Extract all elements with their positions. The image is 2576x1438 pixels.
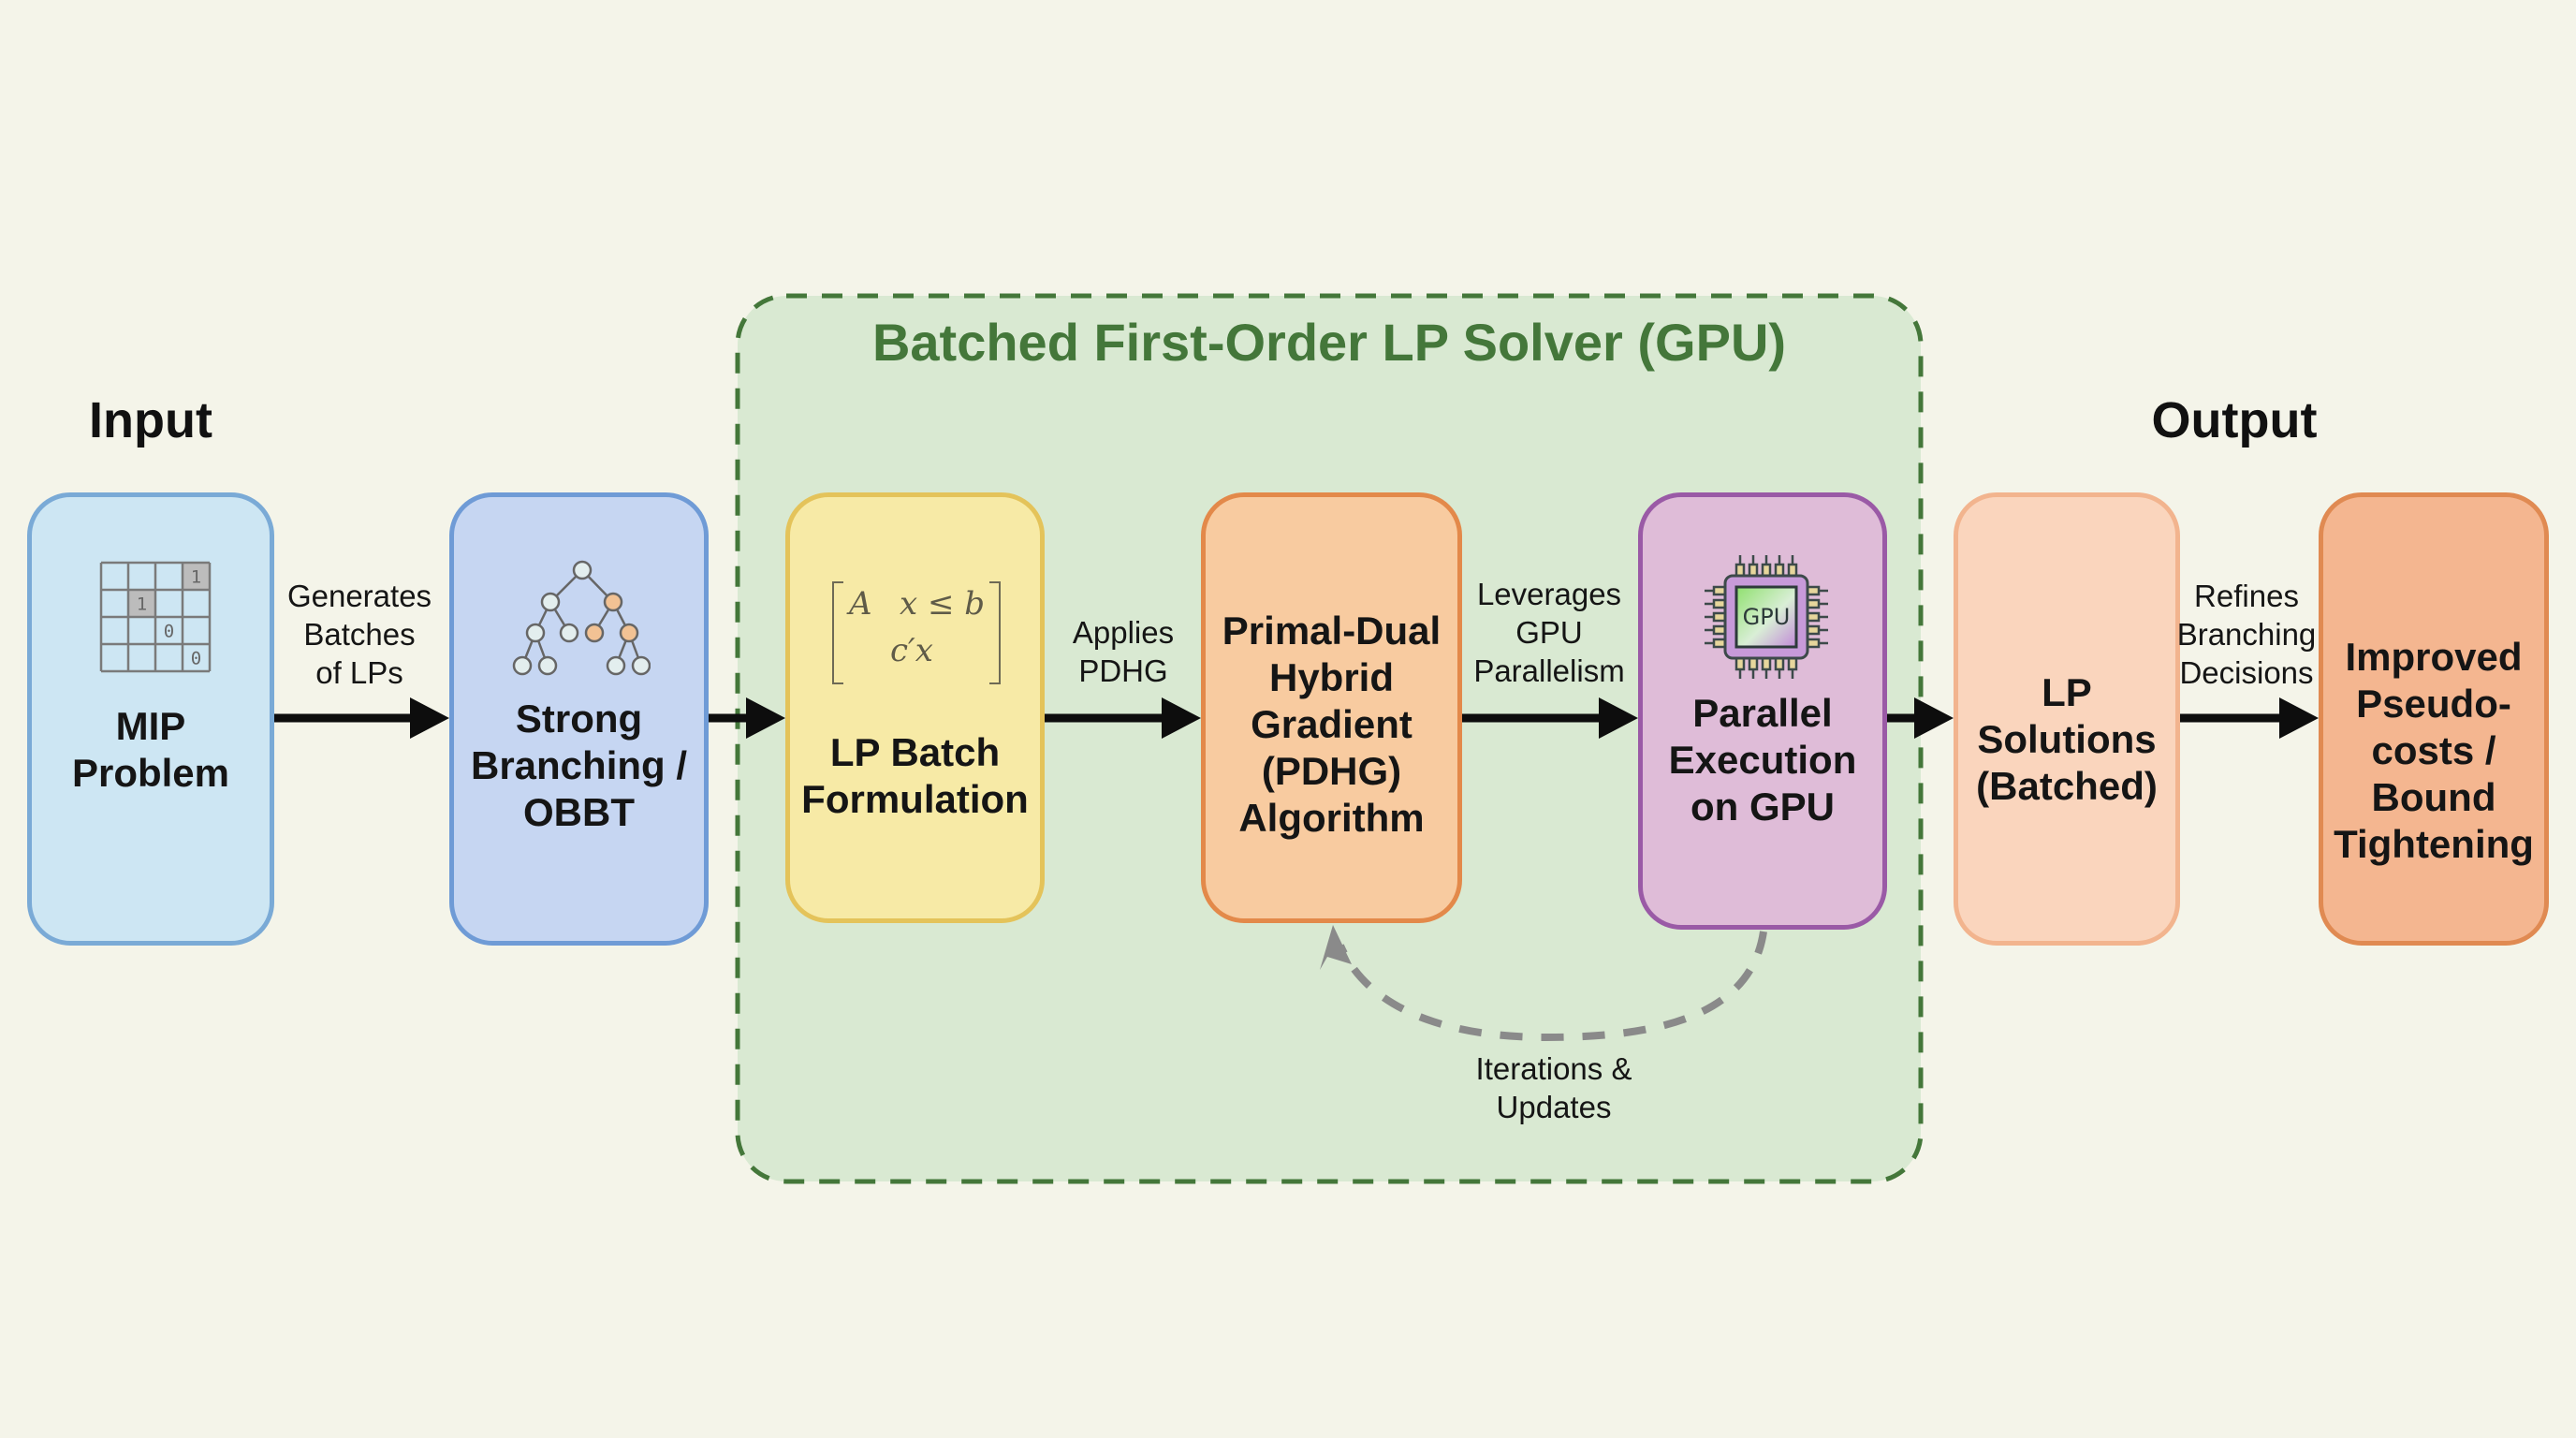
tree-icon <box>512 560 651 676</box>
formula-objective: c′x <box>890 632 933 669</box>
tree-node <box>540 592 561 612</box>
output-label: Output <box>2151 392 2318 448</box>
chip-pin-pad <box>1806 611 1821 623</box>
tree-node-highlighted <box>619 623 639 643</box>
input-label: Input <box>89 392 212 448</box>
chip-pin-pad <box>1748 656 1759 671</box>
edge-label-refines-branching: Refines Branching Decisions <box>2176 579 2317 690</box>
chip-pin-pad <box>1761 563 1772 578</box>
chip-pin-pad <box>1734 563 1746 578</box>
chip-pin-pad <box>1806 598 1821 609</box>
chip-pin-pad <box>1712 598 1727 609</box>
tree-node <box>559 623 579 643</box>
chip-pin-pad <box>1806 585 1821 596</box>
chip-pin-pad <box>1787 563 1798 578</box>
chip-pin-pad <box>1806 624 1821 636</box>
matrix-cell-value: 1 <box>191 567 201 588</box>
node-strong-branching-label: Strong Branching / OBBT <box>470 697 688 834</box>
node-pdhg-algorithm[interactable]: Primal-Dual Hybrid Gradient (PDHG) Algor… <box>1201 492 1462 923</box>
chip-pin-pad <box>1806 638 1821 649</box>
chip-pin-pad <box>1787 656 1798 671</box>
chip-pin-pad <box>1748 563 1759 578</box>
chip-pin-pad <box>1761 656 1772 671</box>
node-mip-problem-label: MIP Problem <box>71 704 230 795</box>
edge-label-iterations-updates: Iterations & Updates <box>1475 1051 1632 1124</box>
arrowhead-mip-to-strong <box>410 697 449 739</box>
formula-constraint: x ≤ b <box>900 585 986 623</box>
node-pdhg-algorithm-label: Primal-Dual Hybrid Gradient (PDHG) Algor… <box>1222 609 1442 840</box>
tree-node <box>572 560 593 580</box>
matrix-cell-value: 0 <box>191 649 201 669</box>
gpu-chip-icon: GPU <box>1705 555 1828 679</box>
chip-pin-pad <box>1712 638 1727 649</box>
node-lp-batch-formulation-label: LP Batch Formulation <box>801 730 1029 821</box>
tree-node-highlighted <box>603 592 623 612</box>
matrix-cell-shaded <box>128 590 155 617</box>
arrowhead-lpsol-to-improved <box>2279 697 2319 739</box>
node-strong-branching[interactable]: Strong Branching / OBBT <box>449 492 709 946</box>
node-lp-solutions-batched-label: LP Solutions (Batched) <box>1976 670 2158 808</box>
matrix-cell-shaded <box>183 563 210 590</box>
chip-pin-pad <box>1774 563 1785 578</box>
chip-pin-pad <box>1734 656 1746 671</box>
matrix-cell-value: 1 <box>137 594 147 615</box>
edge-label-generates-batches: Generates Batches of LPs <box>286 579 432 690</box>
gpu-chip-label: GPU <box>1743 604 1791 630</box>
tree-node <box>512 655 533 676</box>
node-lp-batch-formulation[interactable]: A x ≤ b c′x LP Batch Formulation <box>785 492 1045 923</box>
tree-node-highlighted <box>584 623 605 643</box>
node-parallel-execution-gpu[interactable]: GPU Parallel Execution on GPU <box>1638 492 1887 930</box>
tree-node <box>525 623 546 643</box>
edge-label-applies-pdhg: Applies PDHG <box>1072 615 1175 688</box>
bracket-right <box>989 581 1001 684</box>
bracket-left <box>832 581 843 684</box>
node-lp-solutions-batched[interactable]: LP Solutions (Batched) <box>1954 492 2180 946</box>
node-improved-pseudocosts-label: Improved Pseudo- costs / Bound Tightenin… <box>2334 635 2534 866</box>
tree-node <box>606 655 626 676</box>
edge-label-leverages-gpu: Leverages GPU Parallelism <box>1473 577 1625 688</box>
tree-node <box>537 655 558 676</box>
matrix-cell-value: 0 <box>164 622 174 642</box>
node-improved-pseudocosts[interactable]: Improved Pseudo- costs / Bound Tightenin… <box>2319 492 2549 946</box>
gpu-solver-container-title: Batched First-Order LP Solver (GPU) <box>871 313 1787 372</box>
chip-pin-pad <box>1712 611 1727 623</box>
chip-pin-pad <box>1712 585 1727 596</box>
formula-matrix-a: A <box>849 585 872 623</box>
tree-node <box>631 655 651 676</box>
node-parallel-execution-gpu-label: Parallel Execution on GPU <box>1668 691 1857 829</box>
chip-pin-pad <box>1774 656 1785 671</box>
chip-pin-pad <box>1712 624 1727 636</box>
formula-icon: A x ≤ b c′x <box>832 581 1001 684</box>
